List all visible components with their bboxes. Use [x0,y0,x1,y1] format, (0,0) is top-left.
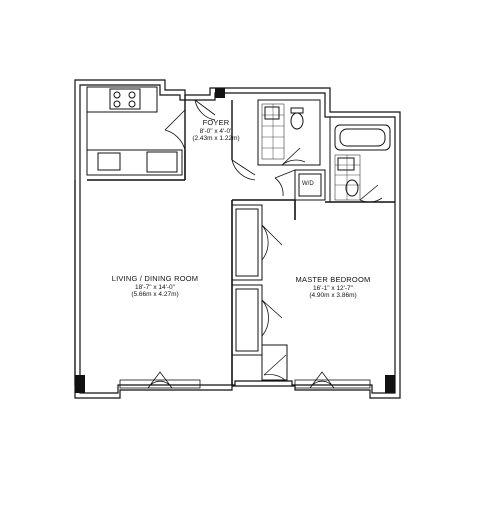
kitchen-counter-bottom [86,149,183,176]
dishwasher [146,151,178,173]
bedroom-metric: (4.90m x 3.86m) [309,292,357,300]
washer-dryer-label: W/D [302,181,314,187]
foyer-door-swing [164,109,186,151]
toilet-2 [345,179,359,197]
foyer-closet-door [231,159,256,181]
wd-closet [274,169,326,201]
sink [97,152,121,171]
bathroom-1 [257,99,321,166]
living-name: LIVING / DINING ROOM [111,274,199,283]
columns [75,88,395,393]
toilet [290,112,304,130]
foyer-metric: (2.43m x 1.22m) [192,135,240,143]
bath1-door [281,147,306,166]
living-metric: (5.66m x 4.27m) [131,291,179,299]
bath2-door [359,184,383,203]
vanity [264,106,280,120]
foyer-name: FOYER [202,118,230,127]
foyer-walls [164,95,256,181]
partition-wall [231,199,395,385]
burner-icon [113,91,121,99]
kitchen [86,86,186,181]
bathroom-2 [329,116,396,203]
living-dimensions: 18'-7" x 14'-0" [135,283,175,291]
bathtub [334,124,391,151]
bath2-tile [334,154,361,201]
vanity-2 [337,157,355,171]
outer-wall [74,79,401,399]
foyer-label: FOYER 8'-0" x 4'-0" (2.43m x 1.22m) [186,118,246,143]
closets [231,204,288,381]
burner-icon [128,91,136,99]
foyer-dimensions: 8'-0" x 4'-0" [199,127,233,135]
bedroom-label: MASTER BEDROOM 16'-1" x 12'-7" (4.90m x … [283,275,383,300]
windows [74,180,371,389]
bedroom-dimensions: 16'-1" x 12'-7" [313,284,353,292]
stove [109,88,141,110]
burner-icon [128,100,136,108]
living-label: LIVING / DINING ROOM 18'-7" x 14'-0" (5.… [100,274,210,299]
foyer-entry-door [194,99,216,121]
kitchen-counter-top [86,86,158,113]
bedroom-name: MASTER BEDROOM [295,275,371,284]
burner-icon [113,100,121,108]
